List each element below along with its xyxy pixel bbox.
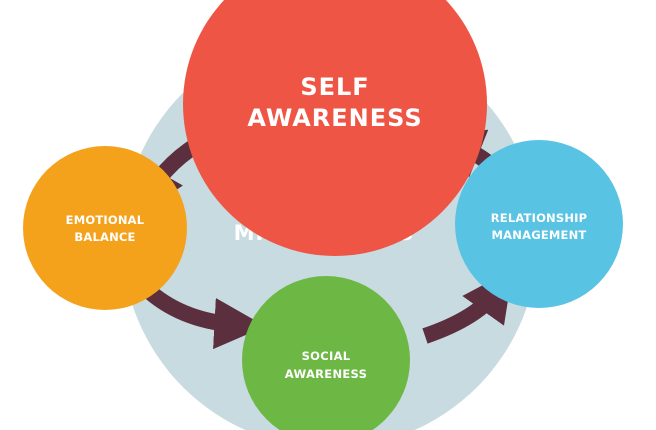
social-awareness-line1: SOCIAL [302,349,351,363]
arrow-emotional-to-social [144,285,266,350]
self-awareness-line1: SELF [300,73,369,101]
emotional-balance-circle [23,146,187,310]
node-relationship-management: RELATIONSHIP MANAGEMENT [455,140,623,308]
node-emotional-balance: EMOTIONAL BALANCE [23,146,187,310]
relationship-management-line2: MANAGEMENT [492,228,587,242]
social-awareness-circle [242,276,410,430]
social-awareness-line2: AWARENESS [285,367,367,381]
arrow-social-to-relationship [422,269,513,344]
node-social-awareness: SOCIAL AWARENESS [242,276,410,430]
relationship-management-line1: RELATIONSHIP [491,211,588,225]
node-self-awareness: SELF AWARENESS [183,0,487,256]
self-awareness-line2: AWARENESS [247,104,422,132]
self-awareness-circle [183,0,487,256]
relationship-management-circle [455,140,623,308]
emotional-balance-line1: EMOTIONAL [66,213,145,227]
emotional-balance-line2: BALANCE [74,230,135,244]
